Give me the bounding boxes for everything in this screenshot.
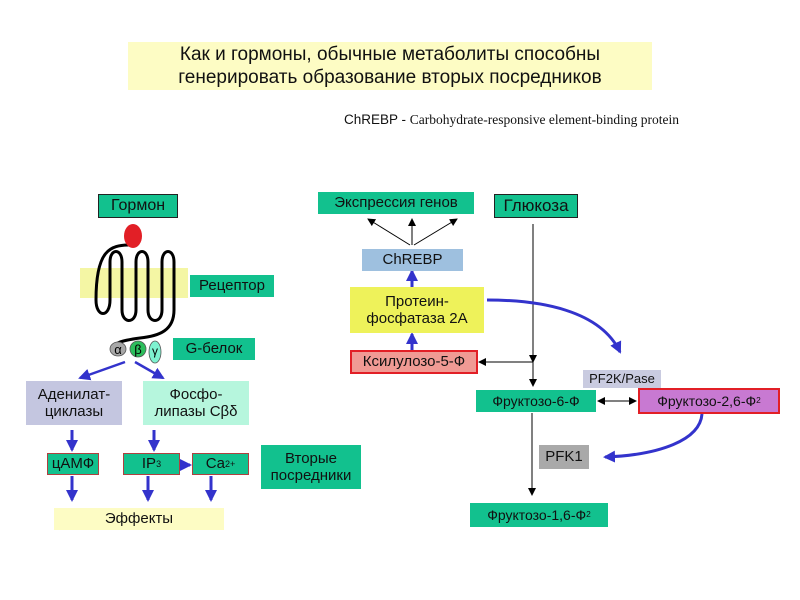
pp2a-box: Протеин-фосфатаза 2А — [350, 287, 484, 333]
receptor-label: Рецептор — [190, 275, 274, 297]
fructose-6p-box: Фруктозо-6-Ф — [476, 390, 596, 412]
f16p-subscript: 2 — [586, 509, 591, 520]
receptor-serpentine — [94, 243, 176, 347]
glucose-box: Глюкоза — [494, 194, 578, 218]
hormone-molecule — [124, 224, 142, 248]
slide-title: Как и гормоны, обычные метаболиты способ… — [128, 42, 652, 90]
phospholipase-line-2: липазы Cβδ — [154, 403, 238, 420]
g-gamma-subunit — [148, 340, 162, 364]
second-messengers-line-1: Вторые — [284, 449, 338, 467]
chrebp-definition: ChREBP - Carbohydrate-responsive element… — [344, 112, 679, 128]
title-line-1: Как и гормоны, обычные метаболиты способ… — [179, 44, 601, 65]
g-beta-label: β — [134, 342, 141, 357]
f26p-subscript: 2 — [756, 395, 761, 406]
g-beta-subunit — [129, 340, 147, 358]
chrebp-abbr: ChREBP - — [344, 112, 410, 127]
pp2a-line-1: Протеин- — [385, 292, 449, 310]
arrow-g-to-plc — [134, 360, 165, 380]
g-gamma-label: γ — [152, 344, 158, 358]
arrow-chrebp-to-genes-left — [367, 218, 411, 246]
xylulose-5p-box: Ксилулозо-5-Ф — [350, 350, 478, 374]
f26p-base: Фруктозо-2,6-Ф — [657, 392, 757, 409]
hormone-label: Гормон — [98, 194, 178, 218]
g-alpha-subunit — [109, 341, 127, 357]
pp2a-line-2: фосфатаза 2А — [366, 310, 468, 327]
calcium-base: Ca — [205, 455, 225, 473]
g-alpha-label: α — [114, 342, 122, 357]
ip3-subscript: 3 — [156, 458, 162, 469]
phospholipase-line-1: Фосфо- — [169, 385, 223, 403]
f16p-base: Фруктозо-1,6-Ф — [487, 506, 587, 523]
pf2k-pase-label: PF2K/Pase — [583, 370, 661, 388]
adenylate-line-2: циклазы — [44, 403, 104, 420]
camp-box: цАМФ — [47, 453, 99, 475]
effects-box: Эффекты — [54, 508, 224, 530]
arrow-f26p-to-pfk1 — [603, 413, 704, 463]
calcium-charge: 2+ — [224, 458, 236, 469]
arrow-g-to-adenylate — [78, 360, 126, 381]
ip3-base: IP — [141, 455, 157, 473]
g-protein-label: G-белок — [173, 338, 255, 360]
title-line-2: генерировать образование вторых посредни… — [178, 67, 602, 88]
gene-expression-box: Экспрессия генов — [318, 192, 474, 214]
chrebp-full-name: Carbohydrate-responsive element-binding … — [409, 112, 679, 127]
pfk1-box: PFK1 — [539, 445, 589, 469]
arrow-chrebp-to-genes-right — [413, 218, 458, 246]
adenylate-line-1: Аденилат- — [37, 385, 111, 403]
adenylate-cyclase-box: Аденилат-циклазы — [26, 381, 122, 425]
phospholipase-box: Фосфо-липазы Cβδ — [143, 381, 249, 425]
chrebp-box: ChREBP — [362, 249, 463, 271]
arrow-pp2a-to-pf2k — [486, 298, 622, 354]
second-messengers-line-2: посредники — [270, 467, 352, 484]
